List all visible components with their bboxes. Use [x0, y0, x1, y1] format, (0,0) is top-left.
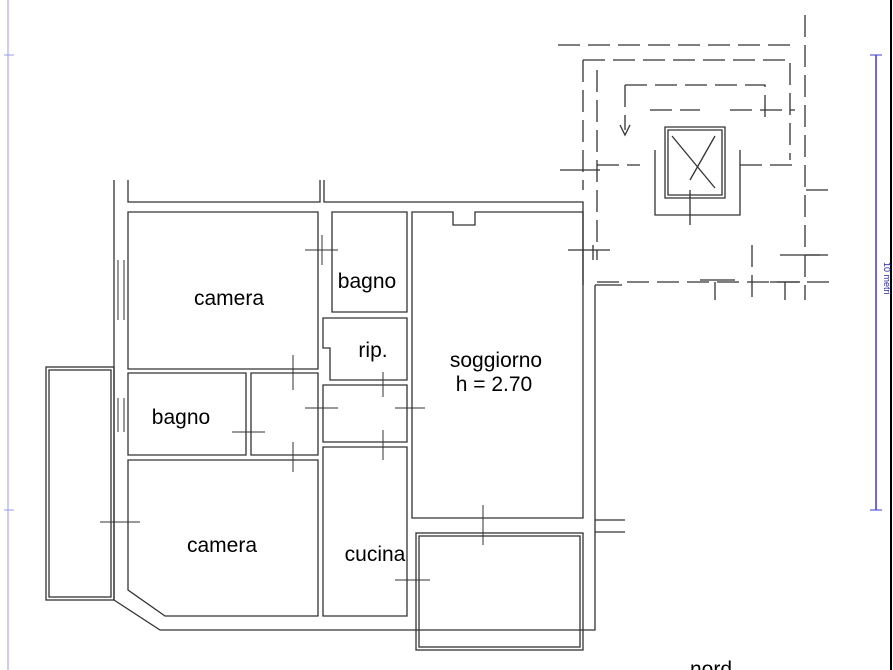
door-marks	[100, 235, 484, 581]
balcony-bottom-inner	[418, 535, 581, 648]
balcony-left	[45, 366, 115, 601]
room-label: soggiorno	[450, 349, 542, 372]
scale-label: 10 metri	[882, 262, 892, 295]
balcony-left-inner	[48, 369, 112, 598]
room-camera-bottom	[127, 459, 319, 617]
room-cucina	[322, 446, 408, 617]
room-height-label: h = 2.70	[456, 373, 532, 396]
room-label: bagno	[152, 406, 210, 429]
stairwell-block	[558, 15, 830, 300]
room-label: bagno	[338, 270, 396, 293]
room-bagno-top	[331, 211, 408, 313]
room-corridor	[322, 384, 408, 443]
room-soggiorno	[411, 211, 584, 519]
north-label: nord	[690, 658, 732, 670]
room-label: cucina	[345, 543, 406, 566]
room-ripostiglio	[322, 317, 408, 381]
room-label: camera	[194, 287, 264, 310]
room-label: camera	[187, 534, 257, 557]
room-disimpegno	[250, 372, 319, 456]
room-label: rip.	[358, 339, 387, 362]
room-camera-top	[127, 211, 319, 370]
room-bagno-left	[127, 372, 247, 456]
balcony-bottom	[415, 532, 584, 651]
